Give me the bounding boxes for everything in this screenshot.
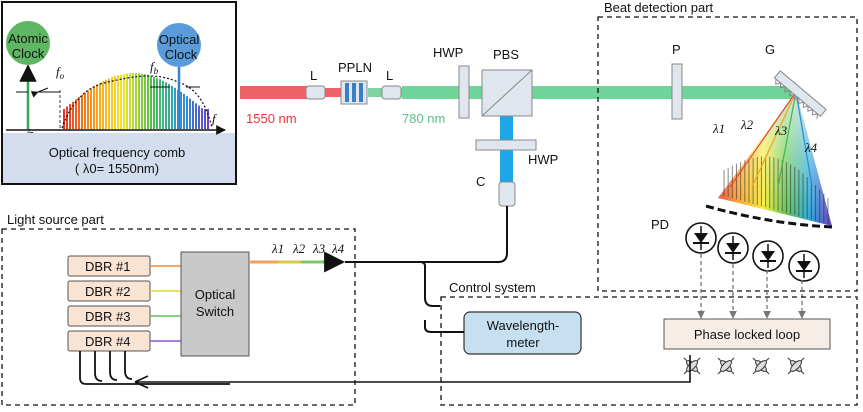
comb-caption-1: Optical frequency comb bbox=[49, 145, 186, 160]
control-system-panel: Control system Wavelength- meter Phase l… bbox=[440, 280, 858, 406]
polarizer-label: P bbox=[672, 42, 681, 57]
collimator-label: C bbox=[476, 174, 485, 189]
dbr-3-label: DBR #3 bbox=[85, 309, 131, 324]
photodiode-2-icon bbox=[717, 232, 749, 264]
green-beam bbox=[402, 86, 672, 99]
optical-switch-box bbox=[180, 251, 250, 357]
wl-1550-label: 1550 nm bbox=[246, 111, 297, 126]
frequency-axis-label: f bbox=[212, 111, 218, 126]
pll-connector-1-icon bbox=[683, 357, 701, 375]
lens-right bbox=[381, 85, 402, 100]
optical-clock-icon bbox=[157, 23, 201, 67]
pll-label: Phase locked loop bbox=[694, 327, 800, 342]
wl-780-label: 780 nm bbox=[402, 111, 445, 126]
dbr-4-label: DBR #4 bbox=[85, 334, 131, 349]
beam-path: L PPLN L HWP PBS HWP C 1550 nm 780 nm bbox=[240, 45, 792, 207]
beat-detection-title: Beat detection part bbox=[604, 0, 714, 15]
light-source-title: Light source part bbox=[7, 212, 104, 227]
comb-caption-2: ( λ0= 1550nm) bbox=[75, 161, 159, 176]
bd-lambda-3: λ3 bbox=[774, 123, 788, 138]
f-o-label: fo bbox=[56, 64, 65, 81]
optical-switch-label-2: Switch bbox=[196, 304, 234, 319]
photodiodes bbox=[685, 222, 820, 282]
pll-box bbox=[663, 318, 831, 350]
ls-lambda-3: λ3 bbox=[312, 241, 326, 256]
pd-array-line bbox=[705, 204, 833, 229]
dbr-1-label: DBR #1 bbox=[85, 259, 131, 274]
pll-connector-3-icon bbox=[752, 357, 770, 375]
hwp-top bbox=[458, 65, 470, 119]
polarizer bbox=[671, 63, 683, 120]
optical-switch-label-1: Optical bbox=[195, 287, 236, 302]
fibers bbox=[79, 206, 691, 389]
lens-right-label: L bbox=[386, 68, 393, 83]
ls-lambda-2: λ2 bbox=[292, 241, 306, 256]
wavelength-meter-label-1: Wavelength- bbox=[487, 318, 560, 333]
beat-detection-panel: Beat detection part P G λ1 λ2 λ3 λ4 PD bbox=[597, 0, 858, 319]
light-source-panel: Light source part DBR #1 DBR #2 DBR #3 D… bbox=[1, 212, 356, 406]
grating-label: G bbox=[765, 42, 775, 57]
red-beam bbox=[240, 86, 308, 99]
optical-clock-label-2: Clock bbox=[165, 47, 198, 62]
atomic-clock-label-2: Clock bbox=[12, 46, 45, 61]
hwp-bottom-label: HWP bbox=[528, 152, 558, 167]
ls-lambda-1: λ1 bbox=[271, 241, 284, 256]
pll-connector-2-icon bbox=[717, 357, 735, 375]
bd-lambda-2: λ2 bbox=[740, 117, 754, 132]
comb-panel: f ≈ Atomic Clock Optical Clock fo fb Opt… bbox=[1, 1, 237, 185]
ls-lambda-4: λ4 bbox=[331, 241, 345, 256]
bd-lambda-1: λ1 bbox=[712, 121, 725, 136]
pll-connector-4-icon bbox=[787, 357, 805, 375]
axis-break: ≈ bbox=[27, 124, 34, 138]
comb-envelope bbox=[61, 75, 213, 129]
photodiode-3-icon bbox=[752, 240, 784, 272]
optical-clock-label-1: Optical bbox=[159, 32, 200, 47]
lens-left-label: L bbox=[310, 68, 317, 83]
grating bbox=[773, 70, 827, 119]
fan-spectrum bbox=[723, 156, 829, 224]
wavelength-meter-label-2: meter bbox=[506, 335, 540, 350]
photodiode-1-icon bbox=[685, 222, 717, 254]
hwp-bottom bbox=[475, 139, 537, 151]
f-b-label: fb bbox=[150, 59, 159, 76]
hwp-top-label: HWP bbox=[433, 45, 463, 60]
ppln-label: PPLN bbox=[338, 60, 372, 75]
pbs-label: PBS bbox=[493, 47, 519, 62]
photodiode-4-icon bbox=[788, 250, 820, 282]
control-system-title: Control system bbox=[449, 280, 536, 295]
pd-label: PD bbox=[651, 217, 669, 232]
atomic-clock-label-1: Atomic bbox=[8, 31, 48, 46]
collimator bbox=[498, 181, 516, 207]
pll-connectors bbox=[683, 357, 805, 375]
lens-left bbox=[305, 85, 326, 100]
atomic-clock-icon bbox=[6, 21, 50, 65]
bd-lambda-4: λ4 bbox=[804, 140, 818, 155]
dbr-2-label: DBR #2 bbox=[85, 284, 131, 299]
